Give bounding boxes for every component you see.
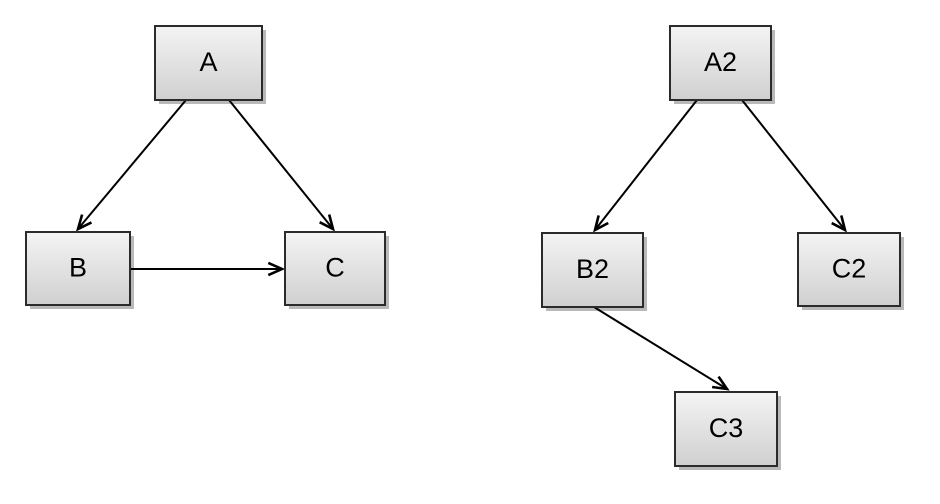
arrowhead-icon [75, 214, 93, 232]
node-b2[interactable]: B2 [541, 232, 644, 308]
node-box [797, 232, 901, 307]
arrowhead-icon [831, 215, 847, 233]
arrowhead-icon [711, 375, 730, 391]
node-box [674, 391, 778, 467]
node-box [284, 231, 386, 306]
arrowhead-icon [267, 261, 286, 277]
edge-layer [75, 99, 847, 391]
edge-a-to-b[interactable] [75, 99, 187, 232]
node-c2[interactable]: C2 [797, 232, 901, 307]
node-b[interactable]: B [25, 231, 131, 306]
node-box [669, 25, 772, 101]
edge-a-to-c[interactable] [228, 99, 336, 232]
edge-a2-to-b2[interactable] [593, 99, 698, 233]
node-box [154, 25, 263, 101]
edge-b2-to-c3[interactable] [593, 306, 730, 391]
node-a2[interactable]: A2 [669, 25, 772, 101]
node-c3[interactable]: C3 [674, 391, 778, 467]
edge-line [593, 306, 728, 390]
edge-a2-to-c2[interactable] [741, 99, 847, 233]
node-c[interactable]: C [284, 231, 386, 306]
node-box [25, 231, 131, 306]
edge-line [77, 99, 187, 230]
edge-line [741, 99, 846, 231]
node-a[interactable]: A [154, 25, 263, 101]
node-box [541, 232, 644, 308]
arrowhead-icon [593, 215, 609, 233]
edge-b-to-c[interactable] [130, 261, 286, 277]
arrowhead-icon [319, 214, 336, 232]
edge-line [594, 99, 698, 231]
edge-line [228, 99, 334, 230]
